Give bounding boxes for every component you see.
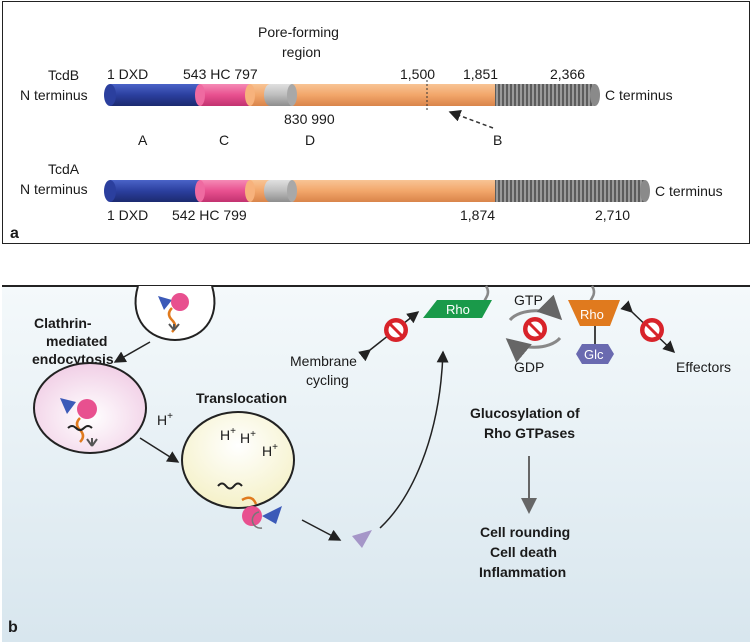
- effectors-label: Effectors: [676, 359, 731, 375]
- toxin-triangle-icon: [60, 398, 76, 414]
- effectors-blocked: [620, 300, 676, 354]
- toxin-sphere-icon: [171, 293, 189, 311]
- panel-a-label: a: [10, 225, 19, 242]
- tcda-delivery-domain: [280, 180, 495, 202]
- outcome-cell-rounding: Cell rounding: [480, 524, 570, 540]
- tcdb-pore-region: [264, 84, 292, 106]
- h-plus-label: H+: [157, 411, 173, 428]
- tcdb-label-830-990: 830 990: [284, 111, 335, 127]
- release-arrow: [301, 519, 342, 541]
- tcdb-site-d: D: [305, 132, 315, 148]
- pore-region-title-line2: region: [282, 44, 321, 60]
- membrane-cycling-line2: cycling: [306, 372, 349, 388]
- tcda-label-2710: 2,710: [595, 207, 630, 223]
- panel-a-domain-structure: [2, 1, 750, 244]
- rho-gtp-green: Rho: [423, 285, 492, 318]
- tcda-label-542-hc-799: 542 HC 799: [172, 207, 247, 223]
- tcdb-site-c: C: [219, 132, 229, 148]
- tcda-pore-region: [264, 180, 292, 202]
- tcdb-gtd-domain: [110, 84, 200, 106]
- tcdb-label-1-dxd: 1 DXD: [107, 66, 148, 82]
- early-endosome: [33, 362, 147, 454]
- gdp-cycle-arrow: [505, 336, 562, 363]
- tcdb-label-2366: 2,366: [550, 66, 585, 82]
- gtd-to-rho-arrow: [379, 350, 449, 529]
- tcdb-delivery-domain: [280, 84, 495, 106]
- tcdb-name: TcdB: [48, 67, 79, 83]
- tcda-label-1874: 1,874: [460, 207, 495, 223]
- outcome-inflammation: Inflammation: [479, 564, 566, 580]
- glc-hexagon-icon: [576, 344, 614, 364]
- tcdb-cros-domain: [495, 84, 595, 106]
- tcda-cpd-domain: [200, 180, 250, 202]
- translocation-label: Translocation: [196, 390, 287, 406]
- site-b-arrow: [448, 110, 494, 129]
- receptor-icon: [86, 438, 98, 447]
- rho-gdp-orange: Rho Glc: [568, 285, 620, 364]
- gtp-cycle-arrow: [508, 294, 563, 322]
- toxin-sphere-icon: [77, 399, 97, 419]
- tcda-label-1-dxd: 1 DXD: [107, 207, 148, 223]
- tcda-name: TcdA: [48, 161, 80, 177]
- tcdb-label-1851: 1,851: [463, 66, 498, 82]
- membrane-cycling-line1: Membrane: [290, 353, 357, 369]
- tcda-n-terminus: N terminus: [20, 181, 88, 197]
- tcda-protein-bar: [104, 180, 650, 202]
- tcda-gtd-domain: [110, 180, 200, 202]
- released-gtd-icon: [352, 530, 372, 548]
- receptor-icon: [168, 323, 180, 331]
- gtp-label: GTP: [514, 292, 543, 308]
- gdp-label: GDP: [514, 359, 544, 375]
- glc-label: Glc: [584, 347, 604, 362]
- tcdb-cpd-domain: [200, 84, 250, 106]
- rho-right-label: Rho: [580, 307, 604, 322]
- tcda-c-terminus: C terminus: [655, 183, 723, 199]
- inhibit-icon: [523, 317, 547, 341]
- toxin-sphere-icon: [242, 506, 262, 526]
- tcdb-site-b: B: [493, 132, 502, 148]
- tcdb-label-543-hc-797: 543 HC 797: [183, 66, 258, 82]
- pore-region-title-line1: Pore-forming: [258, 24, 339, 40]
- panel-b-label: b: [8, 619, 18, 636]
- endocytosis-arrow: [113, 341, 151, 363]
- tcdb-c-terminus: C terminus: [605, 87, 673, 103]
- membrane-pit: [134, 285, 216, 342]
- rho-left-label: Rho: [446, 302, 470, 317]
- acidified-endosome: H+ H+ H+: [181, 411, 295, 529]
- endocytosis-label-line2: mediated: [46, 333, 107, 349]
- glucosylation-line1: Glucosylation of: [470, 405, 580, 421]
- tcda-cros-domain: [495, 180, 645, 202]
- tcdb-site-a: A: [138, 132, 148, 148]
- toxin-triangle-icon: [158, 296, 172, 310]
- h-plus-3: H+: [262, 442, 278, 459]
- toxin-triangle-icon: [262, 506, 282, 524]
- h-plus-2: H+: [240, 429, 256, 446]
- tcdb-protein-bar: [104, 80, 600, 112]
- tcdb-label-1500: 1,500: [400, 66, 435, 82]
- endocytosis-label-line1: Clathrin-: [34, 315, 92, 331]
- outcome-cell-death: Cell death: [490, 544, 557, 560]
- tcdb-n-terminus: N terminus: [20, 87, 88, 103]
- glucosylation-line2: Rho GTPases: [484, 425, 575, 441]
- acidification-arrow: [139, 437, 180, 463]
- membrane-cycling-blocked: [358, 311, 420, 362]
- h-plus-1: H+: [220, 426, 236, 443]
